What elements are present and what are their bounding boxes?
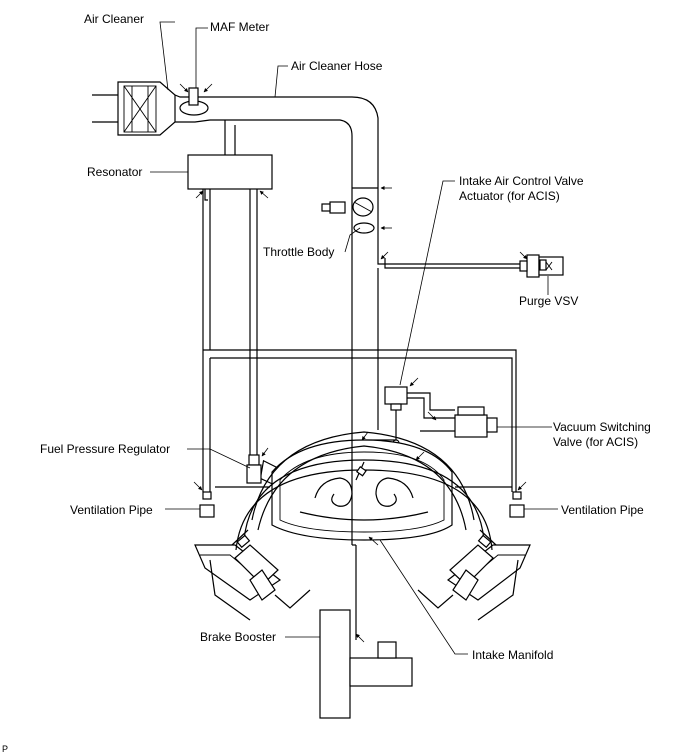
ventilation-pipe-left (199, 358, 215, 518)
label-ventilation-pipe-left: Ventilation Pipe (70, 503, 153, 517)
label-purge-vsv: Purge VSV (519, 294, 578, 308)
air-cleaner (92, 81, 176, 136)
throttle-body (321, 187, 378, 234)
vacuum-header-line (203, 258, 517, 492)
label-vacuum-switching-valve-1: Vacuum Switching (553, 420, 651, 434)
corner-code: P (2, 744, 8, 754)
maf-meter (174, 87, 211, 123)
label-air-cleaner-hose: Air Cleaner Hose (291, 59, 383, 73)
intake-manifold (194, 431, 531, 621)
resonator (187, 120, 273, 455)
brake-booster (319, 440, 413, 719)
label-throttle-body: Throttle Body (263, 245, 334, 259)
label-air-cleaner: Air Cleaner (84, 12, 144, 26)
label-resonator: Resonator (87, 165, 142, 179)
ventilation-pipe-right (509, 491, 525, 518)
label-intake-air-control-valve-actuator-1: Intake Air Control Valve (459, 174, 584, 188)
leader-lines (150, 21, 558, 655)
label-maf-meter: MAF Meter (210, 20, 269, 34)
label-intake-manifold: Intake Manifold (472, 648, 553, 662)
label-ventilation-pipe-right: Ventilation Pipe (561, 503, 644, 517)
purge-vsv (377, 254, 564, 278)
vacuum-switching-valve (420, 406, 498, 438)
label-brake-booster: Brake Booster (200, 630, 276, 644)
air-cleaner-hose (210, 96, 379, 258)
label-vacuum-switching-valve-2: Valve (for ACIS) (553, 435, 638, 449)
label-intake-air-control-valve-actuator-2: Actuator (for ACIS) (459, 189, 560, 203)
label-fuel-pressure-regulator: Fuel Pressure Regulator (40, 442, 170, 456)
flow-arrows (179, 83, 528, 643)
